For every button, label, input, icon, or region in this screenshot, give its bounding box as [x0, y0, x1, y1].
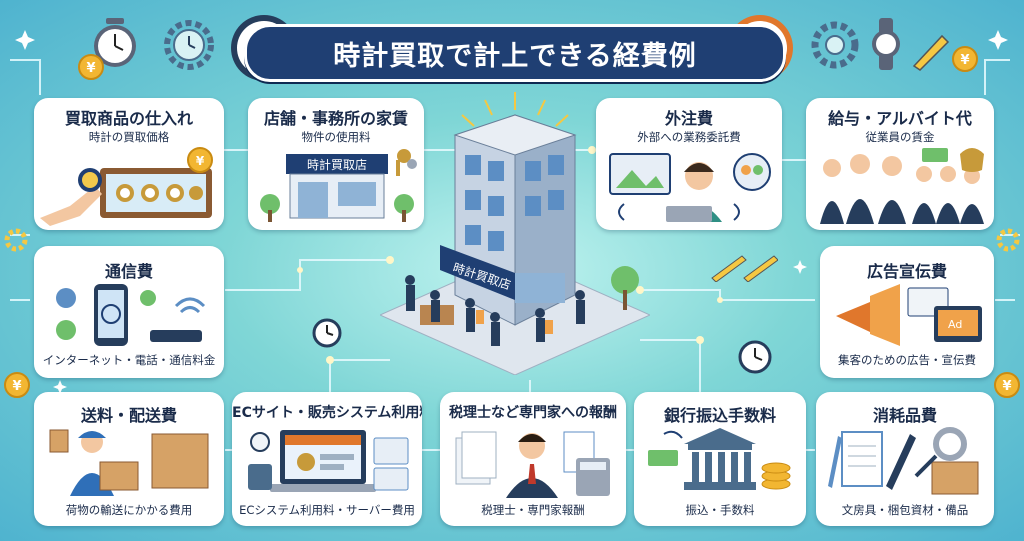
card-rent: 店舗・事務所の家賃 物件の使用料 時計買取店	[248, 98, 424, 230]
wall-clock-icon	[94, 18, 136, 67]
stationery-box-icon	[828, 427, 979, 495]
yen-coin-icon: ¥	[994, 372, 1020, 398]
card-subtitle: ECシステム利用料・サーバー費用	[239, 503, 415, 517]
card-ec-system: ECサイト・販売システム利用料 ECシステム利用料・サーバー費用	[232, 392, 422, 526]
card-purchase-inventory: 買取商品の仕入れ 時計の買取価格 ¥	[34, 98, 224, 230]
card-title: 消耗品費	[872, 406, 937, 425]
card-professional-fees: 税理士など専門家への報酬 税理士・専門家報酬	[440, 392, 626, 526]
card-title: 税理士など専門家への報酬	[449, 405, 617, 421]
card-title: 外注費	[664, 109, 713, 128]
card-bank-fees: 銀行振込手数料 振込・手数料	[634, 392, 806, 526]
gear-small-icon	[4, 228, 28, 252]
card-subtitle: 従業員の賃金	[865, 130, 935, 144]
card-subtitle: インターネット・電話・通信料金	[42, 353, 216, 367]
ad-label: Ad	[948, 318, 962, 331]
yen-coin-icon: ¥	[4, 372, 30, 398]
card-shipping: 送料・配送費 荷物の輸送にかかる費用	[34, 392, 224, 526]
yen-symbol: ¥	[196, 154, 205, 168]
card-subtitle: 集客のための広告・宣伝費	[838, 353, 976, 367]
card-subtitle: 文房具・梱包資材・備品	[841, 503, 969, 517]
yen-symbol: ¥	[12, 379, 21, 394]
storefront-icon: 時計買取店	[260, 149, 417, 222]
store-building-illustration: 時計買取店	[380, 114, 650, 375]
card-title: 給与・アルバイト代	[828, 109, 972, 128]
ec-laptop-icon	[248, 430, 409, 492]
card-title: 広告宣伝費	[866, 262, 947, 281]
card-subtitle: 税理士・専門家報酬	[481, 503, 585, 517]
yen-symbol: ¥	[960, 53, 969, 68]
card-subtitle: 荷物の輸送にかかる費用	[65, 503, 193, 517]
card-supplies: 消耗品費 文房具・梱包資材・備品	[816, 392, 994, 526]
remote-worker-icon	[609, 153, 771, 222]
watch-display-case-icon: ¥	[40, 147, 213, 226]
card-title: 買取商品の仕入れ	[64, 109, 193, 128]
wrist-watch-deco-icon	[872, 18, 900, 70]
pencil-deco-icon	[912, 34, 950, 71]
gear-right-icon	[811, 21, 859, 69]
megaphone-ad-icon: Ad	[836, 284, 982, 346]
card-outsourcing: 外注費 外部への業務委託費	[596, 98, 782, 230]
card-title: 店舗・事務所の家賃	[263, 109, 408, 128]
bank-transfer-icon	[648, 428, 791, 490]
card-advertising: 広告宣伝費 Ad 集客のための広告・宣伝費	[820, 246, 994, 378]
yen-coin-icon: ¥	[952, 46, 978, 72]
card-subtitle: 外部への業務委託費	[637, 130, 741, 144]
staff-group-icon	[820, 148, 984, 224]
yen-symbol: ¥	[86, 61, 95, 76]
yen-coin-icon: ¥	[78, 54, 104, 80]
yen-symbol: ¥	[1002, 379, 1011, 394]
pens-deco-icon	[711, 255, 778, 282]
card-title: 通信費	[104, 262, 153, 281]
card-subtitle: 振込・手数料	[685, 503, 755, 517]
card-subtitle: 物件の使用料	[301, 130, 371, 144]
small-clock-icon	[738, 340, 772, 374]
card-communication: 通信費 インターネット・電話・通信料金	[34, 246, 224, 378]
title-banner: 時計買取で計上できる経費例	[244, 24, 786, 82]
card-title: ECサイト・販売システム利用料	[232, 405, 422, 421]
store-sign-text: 時計買取店	[307, 157, 367, 172]
phone-wifi-icon	[56, 284, 206, 346]
page-title: 時計買取で計上できる経費例	[333, 40, 697, 72]
card-subtitle: 時計の買取価格	[88, 130, 170, 144]
tax-accountant-icon	[455, 431, 610, 498]
gear-small-icon	[996, 228, 1020, 252]
card-title: 銀行振込手数料	[663, 406, 776, 425]
gear-clock-icon	[164, 20, 214, 70]
card-title: 送料・配送費	[80, 406, 177, 425]
small-clock-icon	[312, 318, 342, 348]
card-salary: 給与・アルバイト代 従業員の賃金	[806, 98, 994, 230]
delivery-person-icon	[49, 429, 209, 496]
